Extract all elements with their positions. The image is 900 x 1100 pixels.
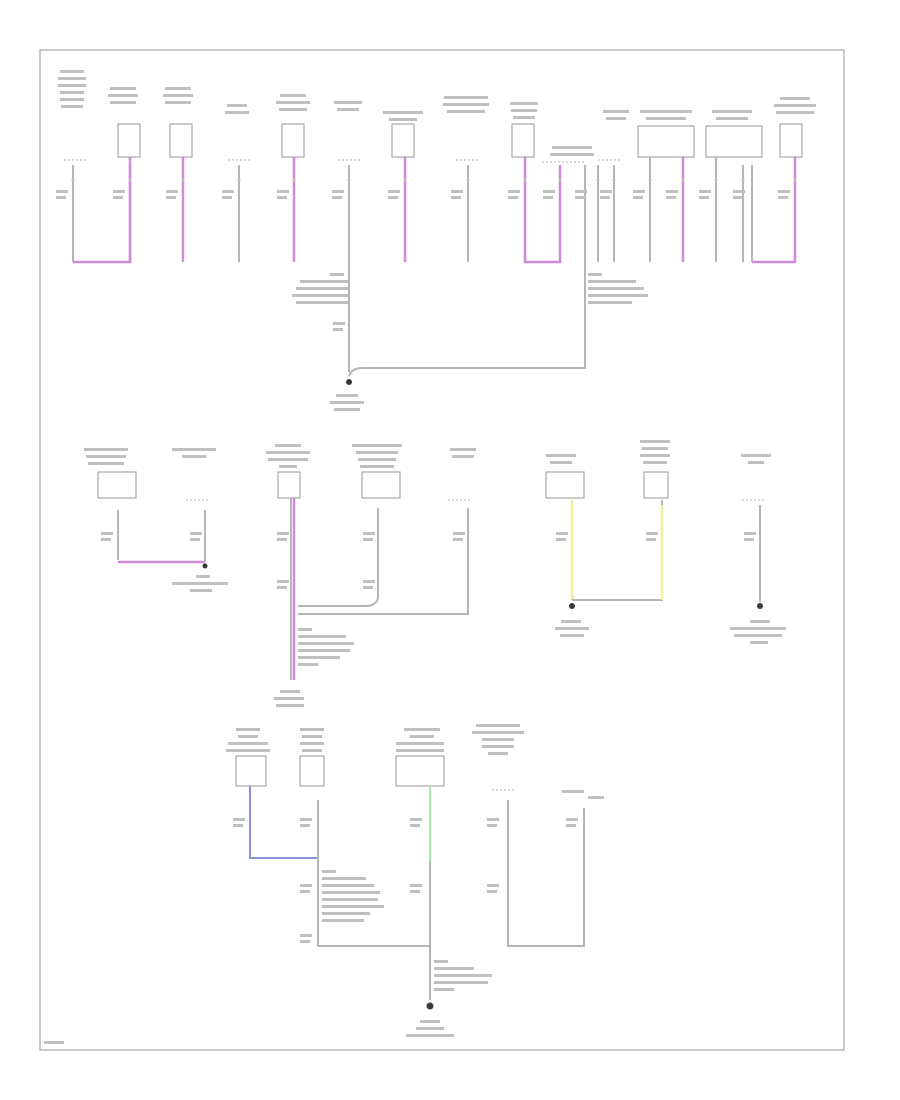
component-label-placeholder [603,110,629,113]
connector-box [705,125,763,158]
component-label-placeholder [447,110,485,113]
connector-box [637,125,695,158]
component-label-placeholder [163,94,193,97]
ground-point [569,603,575,609]
splice-labels-middle [172,575,786,707]
connector-box [277,471,301,499]
component-label-placeholder [640,110,692,113]
component-label-placeholder [165,87,191,90]
component-label-placeholder [780,97,810,100]
splice-labels-top [292,273,648,411]
ground-point [202,563,208,569]
component-label-placeholder [110,101,136,104]
component-label-placeholder [334,101,362,104]
component-label-placeholder [60,98,84,101]
component-label-placeholder [513,116,535,119]
component-label-placeholder [279,108,307,111]
component-label-placeholder [60,70,84,73]
top-row-wires [56,157,797,411]
connector-box [361,471,401,499]
component-label-placeholder [58,77,86,80]
component-label-placeholder [550,153,594,156]
component-label-placeholder [337,108,359,111]
component-label-placeholder [716,117,748,120]
component-label-placeholder [383,111,423,114]
component-label-placeholder [606,117,626,120]
middle-row-wires [101,498,786,707]
pin-stubs-top [64,159,620,163]
ground-point-main [426,1002,434,1010]
component-label-placeholder [552,146,592,149]
ground-splice-point [346,379,352,385]
component-label-placeholder [110,87,136,90]
connector-box [395,755,445,787]
component-label-placeholder [280,94,306,97]
connector-box [97,471,137,499]
component-label-placeholder [443,103,489,106]
bottom-row-components [226,724,604,799]
bottom-row-wires [233,786,585,1037]
top-row-components [58,70,816,163]
diagram-corner-marker [44,1041,64,1044]
component-label-placeholder [58,84,86,87]
ground-point [757,603,763,609]
connector-box [643,471,669,499]
component-label-placeholder [60,91,84,94]
component-label-placeholder [389,118,417,121]
component-label-placeholder [108,94,138,97]
component-label-placeholder [61,105,83,108]
connector-box [545,471,585,499]
middle-row-components [84,440,771,501]
component-label-placeholder [774,104,816,107]
component-label-placeholder [776,111,814,114]
component-label-placeholder [225,111,249,114]
wire-color-labels-middle [101,532,756,589]
component-label-placeholder [646,117,686,120]
wire-color-labels-bottom [233,818,578,943]
connector-box [235,755,267,787]
connector-box [281,123,305,158]
diagram-frame [39,49,845,1051]
component-label-placeholder [511,109,537,112]
connector-box [117,123,141,158]
component-label-placeholder [276,101,310,104]
component-label-placeholder [165,101,191,104]
connector-box [511,123,535,158]
connector-box [299,755,325,787]
connector-box [779,123,803,158]
component-label-placeholder [712,110,752,113]
component-label-placeholder [444,96,488,99]
wire-color-labels-top [56,190,790,199]
component-label-placeholder [227,104,247,107]
splice-labels-bottom [322,870,492,1037]
component-label-placeholder [510,102,538,105]
connector-box [391,123,415,158]
connector-box [169,123,193,158]
